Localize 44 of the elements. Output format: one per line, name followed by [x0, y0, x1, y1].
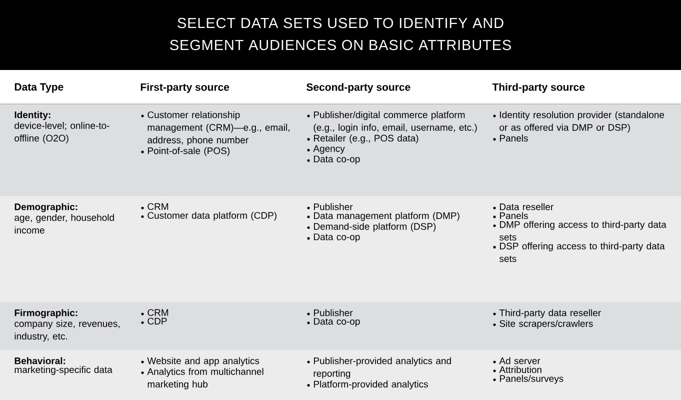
- list-item: Data co-op: [307, 234, 360, 242]
- list-item: Attribution: [493, 366, 542, 374]
- row-description: age, gender, household income: [14, 214, 114, 234]
- list-item: DMP offering access to third-party data sets: [493, 220, 666, 241]
- list-item: CRM: [141, 309, 168, 316]
- list-item: Retailer (e.g., POS data): [307, 134, 418, 144]
- list-item: DSP offering access to third-party data sets: [493, 242, 665, 262]
- list-item: Identity resolution provider (standalone or as offered via DMP or DSP): [493, 111, 664, 133]
- list-item: Demand-side platform (DSP): [307, 222, 436, 232]
- list-item: CRM: [141, 203, 168, 210]
- row-description: marketing-specific data: [14, 366, 112, 375]
- list-item: Publisher/digital commerce platform (e.g., login info, email, username, etc.): [307, 111, 477, 133]
- list-item: Customer relationship management (CRM)—e.g., email, address, phone number: [141, 111, 290, 146]
- list-item: Platform-provided analytics: [307, 380, 428, 390]
- row-description: company size, revenues, industry, etc.: [14, 320, 120, 342]
- list-item: Publisher-provided analytics and reporting: [307, 357, 451, 379]
- list-item: Panels/surveys: [493, 374, 564, 384]
- row-heading: Identity:: [14, 111, 50, 120]
- list-item: Customer data platform (CDP): [141, 212, 276, 221]
- column-header: First-party source: [140, 83, 230, 93]
- list-item: Agency: [307, 145, 345, 154]
- column-header: Third-party source: [492, 83, 585, 93]
- row-heading: Demographic:: [14, 203, 78, 212]
- list-item: Data management platform (DMP): [307, 212, 460, 221]
- column-header: Data Type: [14, 83, 64, 93]
- list-item: Panels: [493, 134, 528, 142]
- title-banner: SELECT DATA SETS USED TO IDENTIFY AND SEGMENT AUDIENCES ON BASIC ATTRIBUTES: [0, 0, 681, 70]
- list-item: Data reseller: [493, 203, 554, 210]
- list-item: Point-of-sale (POS): [141, 147, 230, 156]
- list-item: Site scrapers/crawlers: [493, 320, 593, 329]
- list-item: Data co-op: [307, 318, 360, 327]
- list-item: Panels: [493, 212, 528, 220]
- row-description: device-level; online-to-offline (O2O): [14, 122, 110, 144]
- row-heading: Firmographic:: [14, 309, 78, 318]
- list-item: CDP: [141, 318, 167, 325]
- list-item: Website and app analytics: [141, 357, 260, 366]
- list-item: Publisher: [307, 203, 353, 210]
- row-heading: Behavioral:: [14, 357, 66, 364]
- list-item: Analytics from multichannel marketing hub: [141, 368, 264, 390]
- list-item: Data co-op: [307, 156, 360, 164]
- column-header: Second-party source: [306, 83, 410, 93]
- list-item: Ad server: [493, 357, 540, 364]
- list-item: Publisher: [307, 309, 353, 316]
- list-item: Third-party data reseller: [493, 309, 601, 318]
